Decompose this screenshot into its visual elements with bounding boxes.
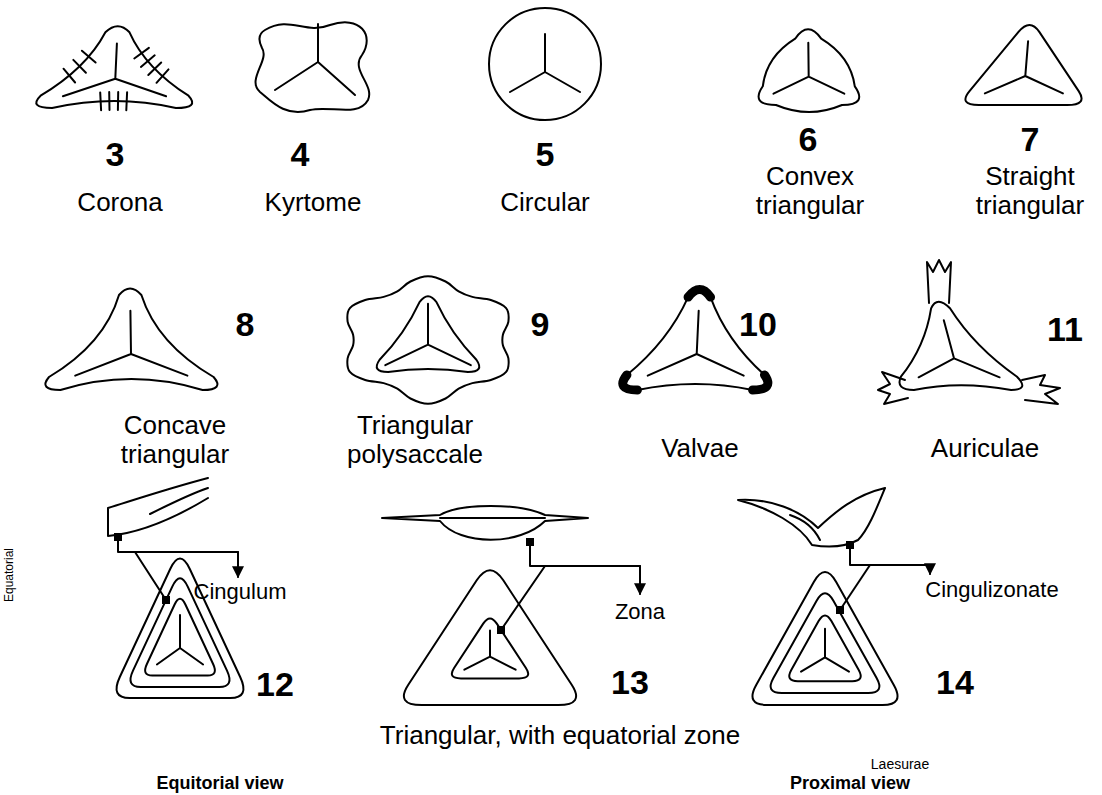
- equatorial-section: [738, 488, 885, 547]
- spore-body: [789, 615, 860, 681]
- laesura-mark: [63, 44, 166, 97]
- laesura-mark: [648, 311, 744, 376]
- leader-arrow: [237, 552, 239, 577]
- laesura-mark: [985, 41, 1063, 93]
- equatorial-section: [382, 506, 588, 540]
- spore-outline: [899, 302, 1022, 390]
- laesura-mark: [919, 320, 1000, 377]
- zone-label: Cingulizonate: [925, 578, 1058, 602]
- auricula: [878, 372, 908, 404]
- leader-marker: [526, 538, 534, 546]
- callout-number: 4: [291, 136, 310, 173]
- zona-outline: [752, 572, 897, 705]
- spore-outline: [965, 25, 1081, 105]
- spore-body: [377, 296, 480, 372]
- laesura-mark: [464, 631, 515, 670]
- shape-label: Circular: [500, 188, 590, 217]
- callout-number: 8: [236, 306, 255, 343]
- spore-figures: [36, 8, 1081, 705]
- leader-line: [530, 542, 640, 566]
- cingulum-ring: [771, 593, 880, 693]
- zone-label: Cingulum: [194, 580, 287, 604]
- saccus-outline: [347, 276, 508, 404]
- leader-marker: [162, 596, 170, 604]
- callout-number: 7: [1021, 121, 1040, 158]
- shape-label: Straight triangular: [960, 162, 1100, 219]
- zone-label: Zona: [615, 600, 665, 624]
- spore-body: [452, 618, 528, 678]
- view-label: Equatorial: [3, 548, 16, 602]
- laesura-mark: [275, 24, 355, 95]
- leader-marker: [114, 533, 122, 541]
- caption-text: Triangular, with equatorial zone: [380, 721, 740, 750]
- shape-label: Corona: [77, 188, 162, 217]
- callout-number: 11: [1047, 311, 1083, 348]
- view-label: Equitorial view: [156, 774, 283, 794]
- callout-number: 6: [799, 121, 818, 158]
- laesura-mark: [385, 304, 471, 366]
- spore-outline: [489, 8, 601, 120]
- laesura-mark: [774, 43, 845, 94]
- leader-marker: [497, 626, 505, 634]
- spore-outline: [36, 26, 192, 108]
- spore-body: [145, 599, 215, 676]
- callout-number: 5: [536, 136, 555, 173]
- shape-label: Valvae: [661, 434, 739, 463]
- shape-label: Kyrtome: [265, 188, 362, 217]
- callout-number: 3: [106, 136, 125, 173]
- leader-line: [840, 565, 870, 610]
- shape-label: Triangular polysaccale: [335, 411, 495, 468]
- shape-label: Convex triangular: [735, 162, 885, 219]
- leader-marker: [846, 541, 854, 549]
- callout-number: 10: [739, 306, 777, 343]
- leader-line: [135, 552, 166, 600]
- view-label: Proximal view: [790, 774, 910, 794]
- callout-number: 9: [531, 306, 550, 343]
- callout-number: 12: [256, 666, 294, 703]
- auricula: [927, 260, 951, 303]
- leader-marker: [836, 606, 844, 614]
- laesura-mark: [157, 615, 203, 665]
- auricula: [1022, 375, 1060, 404]
- shape-label: Auriculae: [931, 434, 1039, 463]
- spore-outline: [45, 289, 217, 391]
- leader-arrow: [639, 566, 641, 594]
- laesura-mark: [75, 311, 187, 376]
- leader-line: [850, 545, 930, 565]
- shape-label: Concave triangular: [100, 411, 250, 468]
- laesura-mark: [510, 34, 580, 92]
- laesurae-label: Laesurae: [871, 757, 929, 772]
- laesura-mark: [801, 629, 849, 672]
- callout-number: 14: [936, 664, 974, 701]
- leader-line: [501, 566, 545, 630]
- spore-outline: [256, 22, 370, 112]
- leader-arrow: [929, 565, 931, 574]
- spore-outline: [759, 29, 860, 112]
- corona-spines: [64, 48, 169, 110]
- zona-outline: [404, 570, 576, 705]
- equatorial-section: [108, 478, 208, 536]
- leader-line: [118, 537, 238, 552]
- callout-number: 13: [611, 664, 649, 701]
